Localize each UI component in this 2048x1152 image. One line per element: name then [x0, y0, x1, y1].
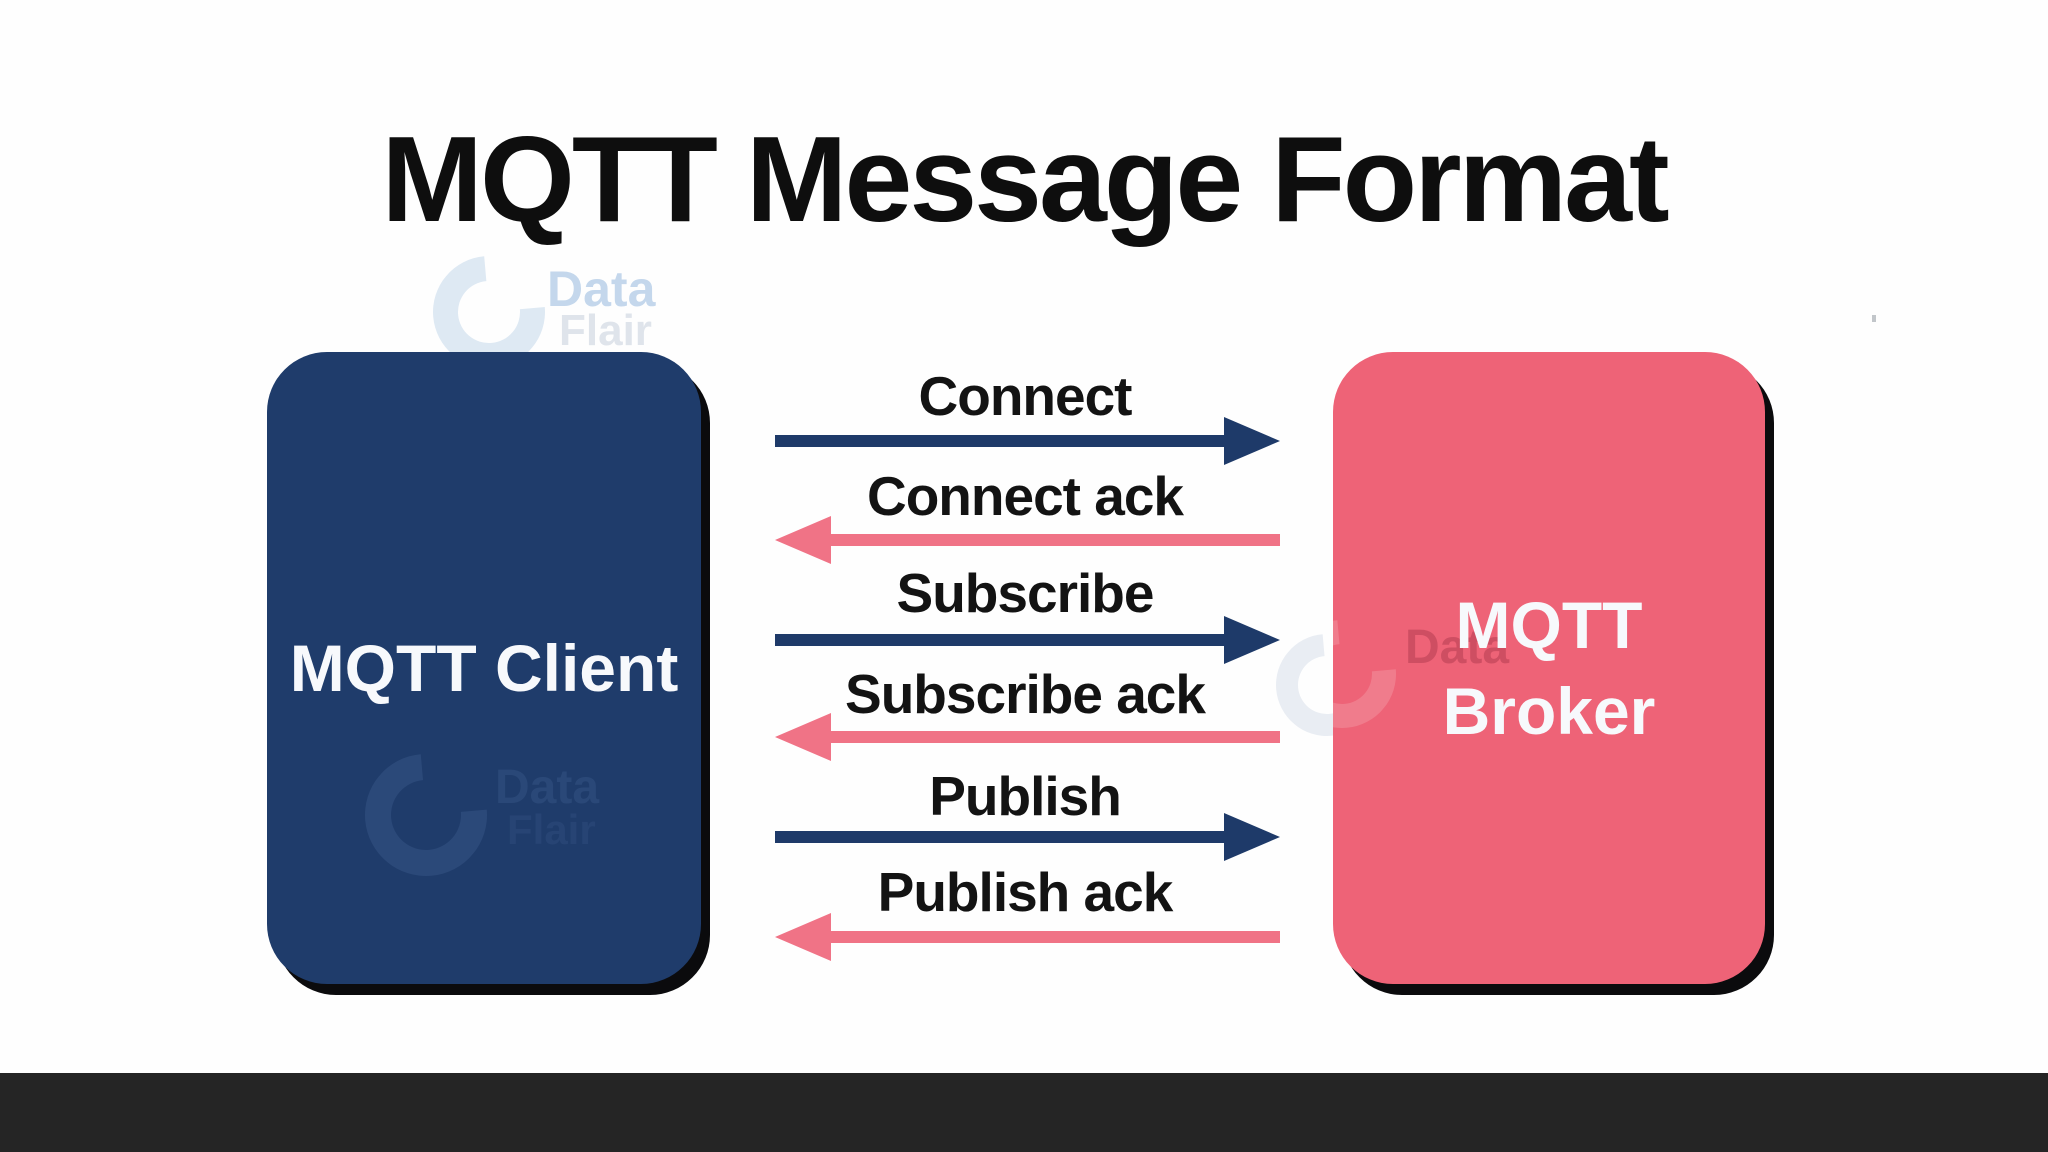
watermark-word-data: Data	[495, 761, 600, 814]
message-label-publish: Publish	[929, 765, 1122, 827]
bottom-bar	[0, 1073, 2048, 1152]
arrow-head-right-icon	[1224, 417, 1280, 465]
watermark-word-flair: Flair	[507, 806, 596, 853]
publish-ack-arrow	[775, 913, 1280, 961]
message-label-publish-ack: Publish ack	[877, 861, 1174, 923]
arrow-head-right-icon	[1224, 616, 1280, 664]
arrow-head-right-icon	[1224, 813, 1280, 861]
message-label-connect: Connect	[918, 365, 1133, 427]
mqtt-broker-label: MQTT Broker	[1443, 582, 1656, 754]
dataflair-watermark: Data Flair	[410, 233, 753, 391]
mqtt-client-box: Data Flair MQTT Client	[267, 352, 701, 984]
stray-mark	[1872, 315, 1876, 322]
message-label-subscribe-ack: Subscribe ack	[845, 663, 1206, 725]
message-label-subscribe: Subscribe	[896, 562, 1155, 624]
arrow-line	[827, 731, 1280, 743]
connect-arrow	[775, 417, 1280, 465]
subscribe-arrow	[775, 616, 1280, 664]
mqtt-broker-label-line1: MQTT	[1455, 588, 1643, 662]
mqtt-broker-box: Data MQTT Broker	[1333, 352, 1765, 984]
publish-arrow	[775, 813, 1280, 861]
message-label-connect-ack: Connect ack	[866, 465, 1184, 527]
subscribe-ack-arrow	[775, 713, 1280, 761]
arrow-line	[775, 435, 1227, 447]
connect-ack-arrow	[775, 516, 1280, 564]
watermark-word-flair: Flair	[559, 306, 652, 355]
dataflair-logo-icon-faint	[340, 729, 512, 901]
watermark-word-data: Data	[547, 261, 656, 317]
mqtt-client-label: MQTT Client	[289, 631, 679, 705]
mqtt-broker-label-line2: Broker	[1442, 674, 1656, 748]
arrow-head-left-icon	[775, 713, 831, 761]
dataflair-watermark-faint: Data Flair	[340, 729, 665, 901]
arrow-line	[775, 831, 1227, 843]
arrow-line	[827, 931, 1280, 943]
arrow-line	[775, 634, 1227, 646]
arrow-head-left-icon	[775, 913, 831, 961]
arrow-line	[827, 534, 1280, 546]
diagram-title: MQTT Message Format	[381, 111, 1669, 247]
arrow-head-left-icon	[775, 516, 831, 564]
watermark-word-data-faint: Data	[1405, 621, 1510, 674]
